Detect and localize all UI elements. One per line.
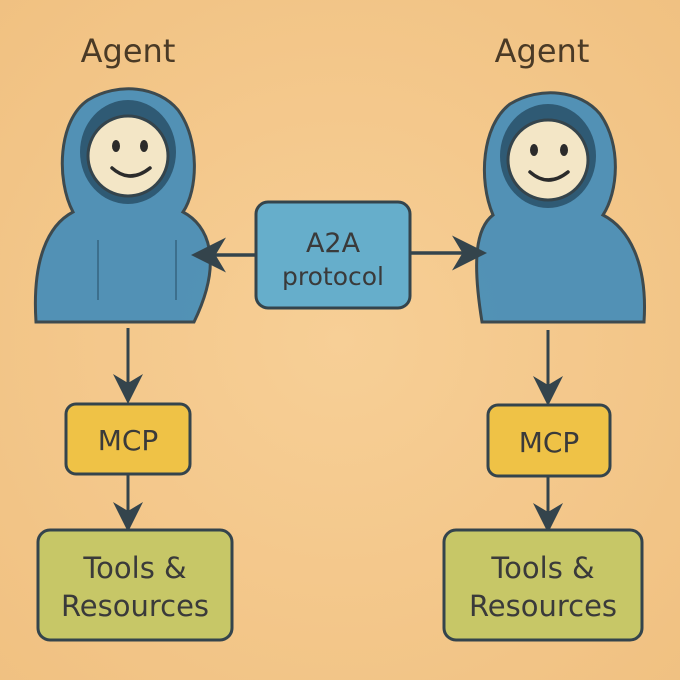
right-mcp-label: MCP <box>519 426 580 459</box>
right-agent-hooded-agent-icon <box>475 91 647 324</box>
left-mcp-box: MCP <box>64 402 192 476</box>
a2a-protocol-box: A2A protocol <box>254 200 412 310</box>
a2a-label: A2A <box>306 228 361 259</box>
left-agent-label: Agent <box>81 32 176 70</box>
left-tools-label: Tools & <box>82 551 186 585</box>
right-agent-label: Agent <box>495 32 590 70</box>
left-tools-resources-box: Tools & Resources <box>36 528 234 642</box>
left-resources-label: Resources <box>61 589 209 623</box>
left-agent-hooded-agent-icon <box>33 87 212 324</box>
right-mcp-box: MCP <box>486 403 612 478</box>
left-mcp-label: MCP <box>98 424 159 457</box>
right-tools-resources-box: Tools & Resources <box>442 528 644 642</box>
right-resources-label: Resources <box>469 589 617 623</box>
protocol-label: protocol <box>282 262 384 291</box>
right-tools-label: Tools & <box>490 551 594 585</box>
